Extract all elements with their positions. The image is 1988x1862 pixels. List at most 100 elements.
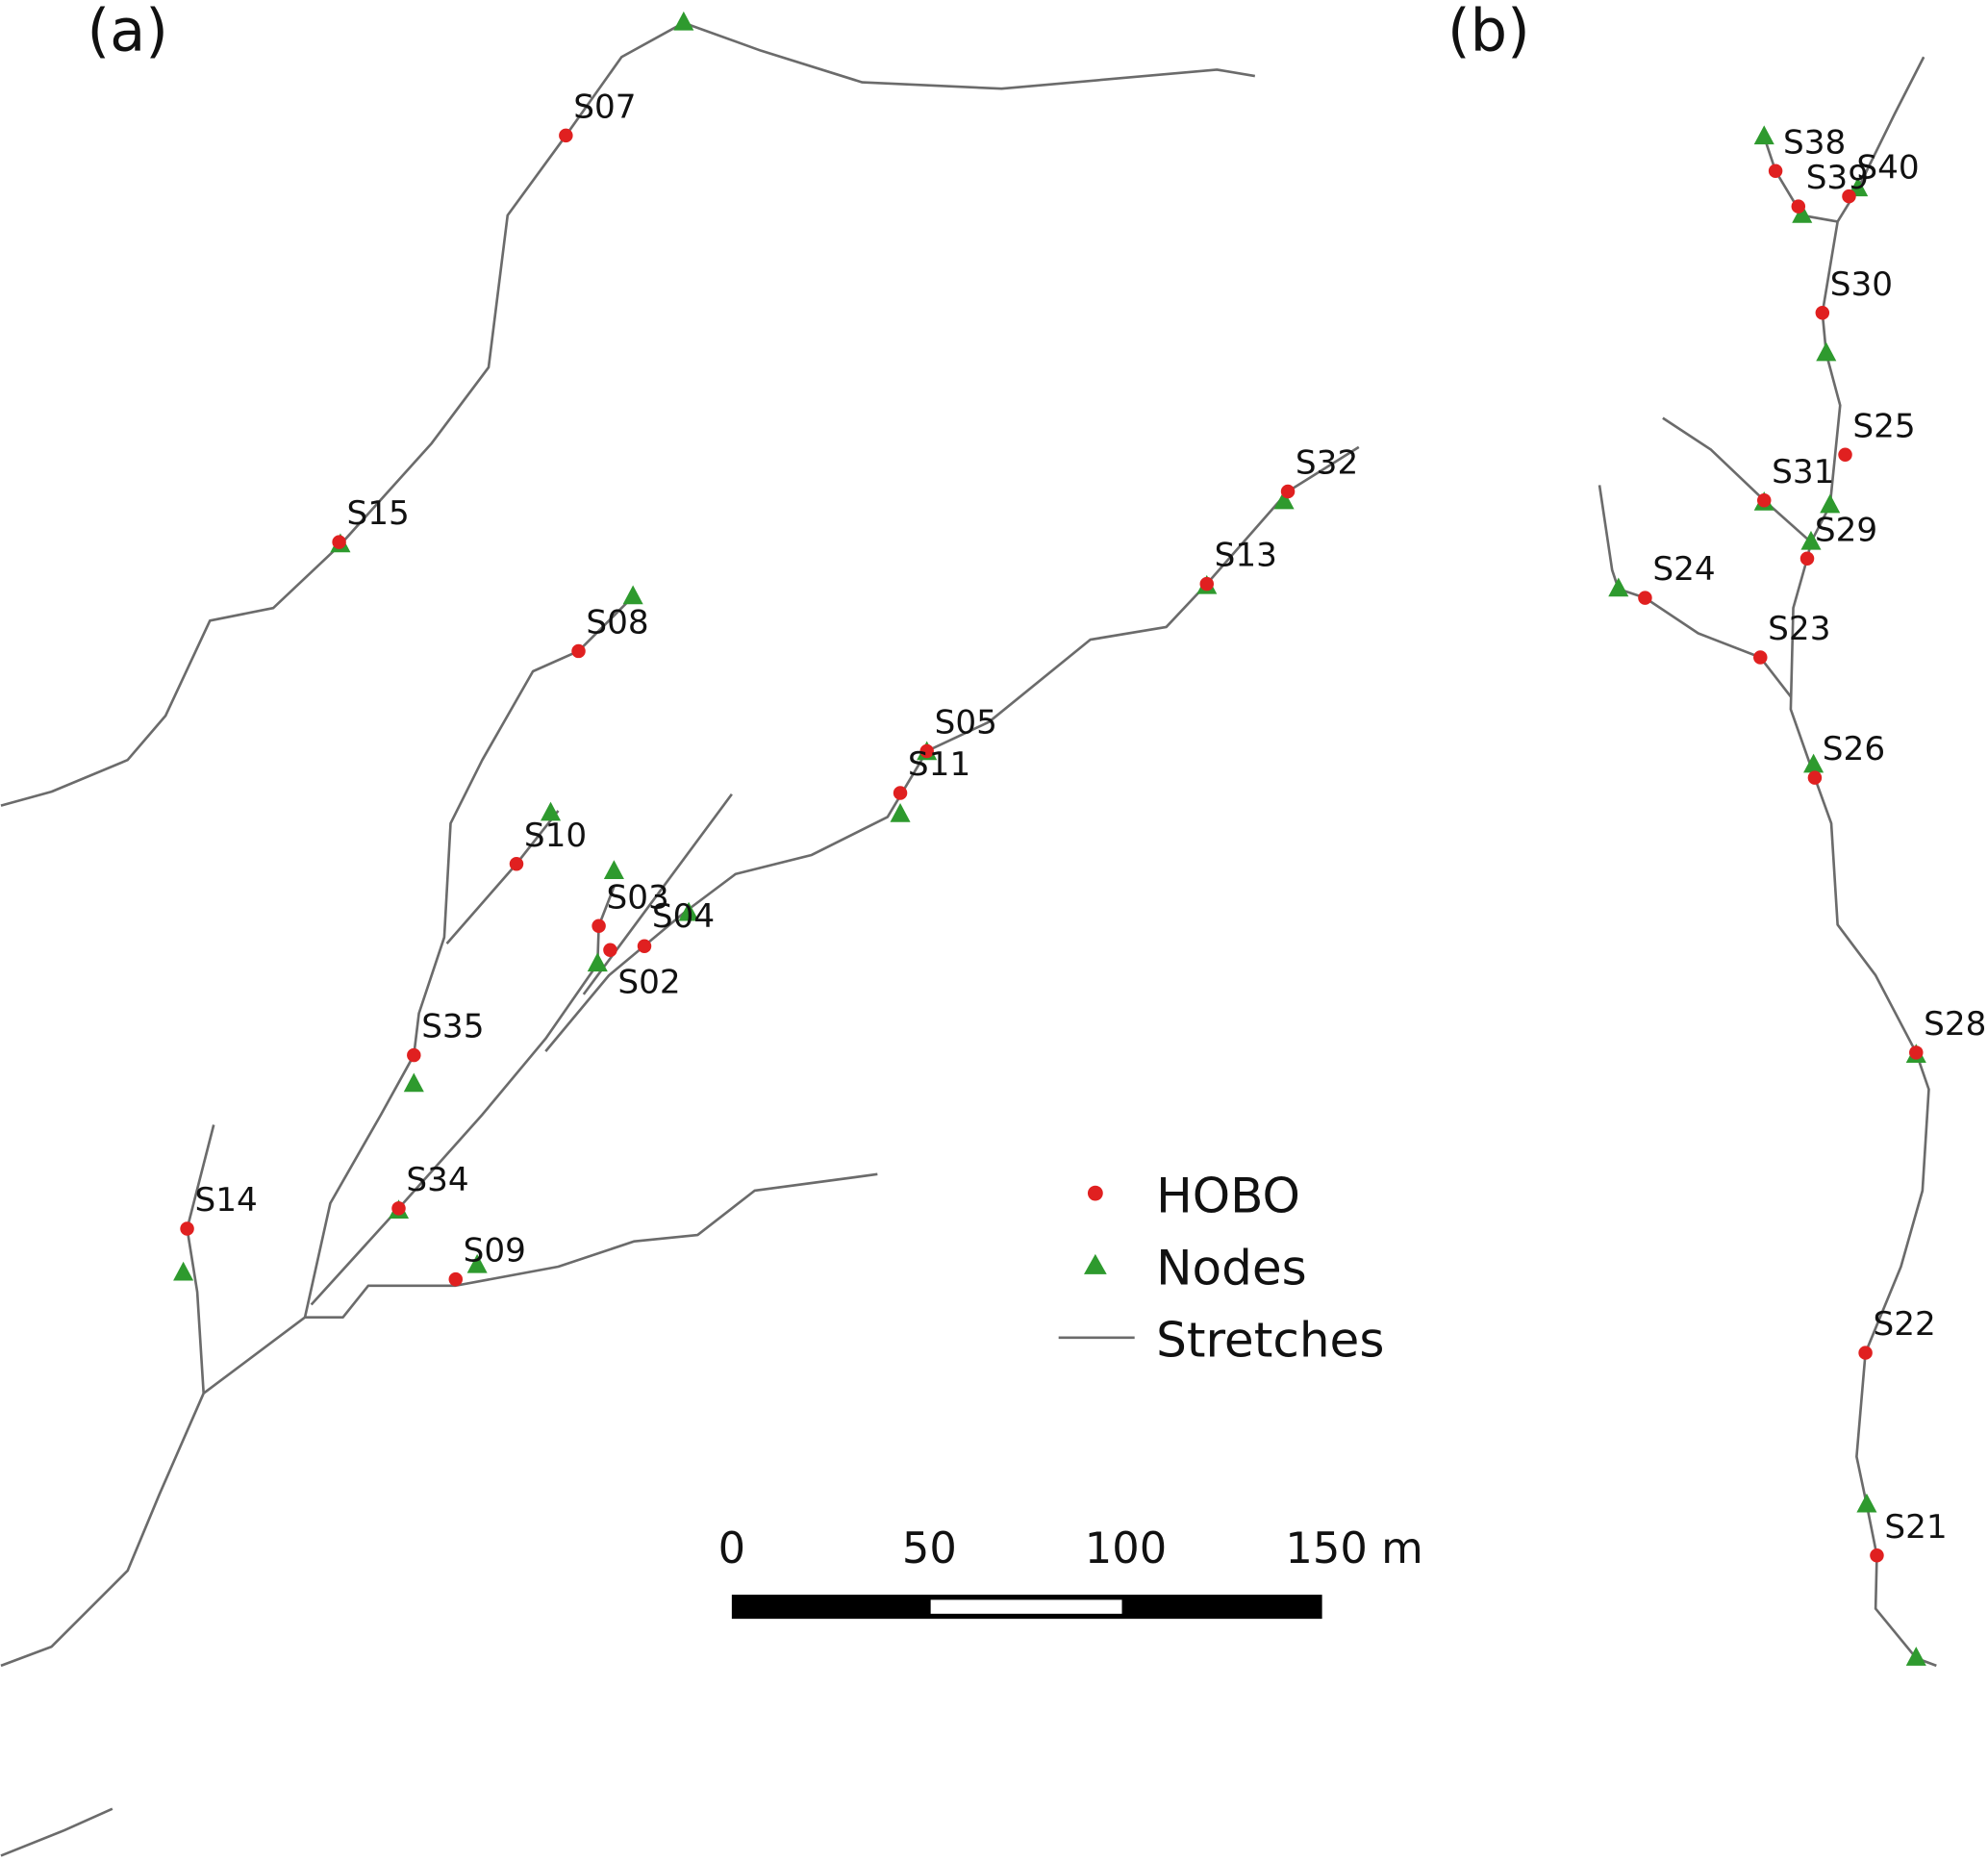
node-triangle-icon [678, 901, 699, 921]
node-triangle-icon [622, 585, 643, 605]
stream-stretch [0, 1807, 113, 1857]
scale-bar-segment-white [930, 1599, 1122, 1614]
scale-label-150: 150 m [1285, 1522, 1422, 1573]
site-label: S08 [586, 604, 648, 642]
hobo-site-S25[interactable] [1838, 447, 1852, 463]
hobo-site-S39[interactable] [1791, 199, 1806, 214]
legend: HOBO Nodes Stretches [1058, 1168, 1384, 1369]
node-triangle-icon [1800, 530, 1822, 550]
node-triangle-icon [173, 1261, 194, 1281]
stream-stretch [1789, 56, 1937, 1668]
node-triangle-icon [1905, 1647, 1926, 1666]
scale-label-100: 100 [1085, 1522, 1167, 1573]
stream-stretch [0, 21, 1256, 807]
hobo-site-S11[interactable] [893, 786, 908, 800]
node-triangle-icon [1803, 753, 1824, 773]
hobo-site-S05[interactable] [919, 743, 934, 759]
node-triangle-icon [1820, 493, 1841, 514]
stream-network [0, 21, 1937, 1857]
site-label: S04 [652, 897, 715, 936]
site-label: S23 [1768, 610, 1830, 648]
stream-stretch [582, 793, 733, 995]
node-triangle-icon [1608, 577, 1629, 597]
site-label: S09 [464, 1232, 526, 1271]
hobo-site-S40[interactable] [1842, 189, 1856, 204]
node-triangle-icon [541, 801, 562, 821]
hobo-site-S28[interactable] [1909, 1045, 1924, 1060]
site-label: S29 [1815, 511, 1877, 549]
panel-label-a: (a) [88, 0, 168, 65]
hobo-site-S32[interactable] [1280, 484, 1296, 499]
scale-label-50: 50 [902, 1522, 957, 1573]
site-label: S15 [347, 494, 410, 533]
site-label: S25 [1852, 407, 1915, 445]
site-label: S07 [573, 88, 636, 126]
node-markers [173, 11, 1926, 1666]
site-label: S40 [1856, 149, 1919, 188]
legend-hobo-label: HOBO [1156, 1168, 1300, 1223]
site-label: S31 [1772, 453, 1834, 491]
hobo-site-S30[interactable] [1815, 306, 1830, 320]
hobo-site-S09[interactable] [448, 1271, 464, 1287]
site-label: S28 [1924, 1005, 1986, 1044]
hobo-site-S10[interactable] [509, 856, 524, 871]
legend-nodes-label: Nodes [1156, 1240, 1307, 1296]
site-label: S22 [1874, 1305, 1936, 1344]
site-label: S10 [524, 817, 587, 855]
node-triangle-icon [1753, 125, 1774, 145]
node-triangle-icon [1816, 341, 1837, 362]
site-label: S21 [1884, 1508, 1947, 1547]
node-triangle-icon [466, 1253, 488, 1273]
hobo-site-S22[interactable] [1858, 1346, 1873, 1360]
node-triangle-icon [1273, 490, 1295, 510]
site-label: S30 [1830, 265, 1893, 304]
hobo-site-S14[interactable] [180, 1221, 194, 1236]
site-label: S24 [1652, 550, 1715, 589]
hobo-site-S15[interactable] [332, 535, 346, 549]
scale-label-0: 0 [718, 1522, 745, 1573]
node-triangle-icon [403, 1072, 424, 1093]
node-triangle-icon [603, 860, 624, 880]
site-label: S39 [1806, 159, 1869, 197]
hobo-site-S29[interactable] [1799, 551, 1815, 566]
hobo-site-S24[interactable] [1638, 591, 1652, 605]
site-label: S03 [606, 878, 668, 917]
stream-stretch [1598, 485, 1792, 698]
stream-stretch [186, 1124, 215, 1394]
site-label: S05 [935, 704, 997, 742]
node-triangle-icon [1856, 1493, 1877, 1513]
hobo-site-S38[interactable] [1768, 164, 1783, 179]
site-label: S14 [194, 1181, 257, 1220]
hobo-site-S21[interactable] [1870, 1548, 1884, 1563]
legend-nodes-icon [1084, 1253, 1107, 1274]
panel-label-b: (b) [1447, 0, 1530, 65]
site-label: S35 [421, 1008, 484, 1046]
hobo-site-S02[interactable] [603, 943, 617, 957]
hobo-site-S07[interactable] [559, 128, 573, 143]
stream-stretch [1662, 416, 1812, 543]
site-label: S26 [1823, 730, 1885, 768]
node-triangle-icon [1792, 204, 1813, 223]
hobo-site-S26[interactable] [1807, 770, 1823, 785]
site-label: S13 [1215, 537, 1277, 575]
hobo-site-S03[interactable] [591, 918, 606, 933]
hobo-site-S08[interactable] [571, 643, 586, 659]
hobo-site-S04[interactable] [637, 939, 652, 954]
site-labels: S07S15S08S10S03S02S04S05S11S13S32S35S34S… [194, 88, 1986, 1546]
stream-stretch [303, 595, 635, 1318]
hobo-site-S31[interactable] [1756, 492, 1772, 508]
legend-hobo-icon [1087, 1185, 1103, 1201]
hobo-site-S23[interactable] [1753, 650, 1768, 665]
stream-stretch [0, 1172, 878, 1668]
hobo-site-S13[interactable] [1199, 576, 1215, 591]
hobo-site-S34[interactable] [391, 1201, 406, 1216]
hobo-site-S35[interactable] [407, 1047, 421, 1063]
hobo-markers [180, 128, 1924, 1563]
scale-bar: 0 50 100 150 m [718, 1522, 1423, 1620]
site-label: S02 [617, 964, 680, 1002]
node-triangle-icon [587, 952, 608, 972]
site-label: S11 [908, 745, 970, 784]
site-label: S34 [406, 1161, 468, 1199]
site-label: S32 [1296, 444, 1358, 483]
